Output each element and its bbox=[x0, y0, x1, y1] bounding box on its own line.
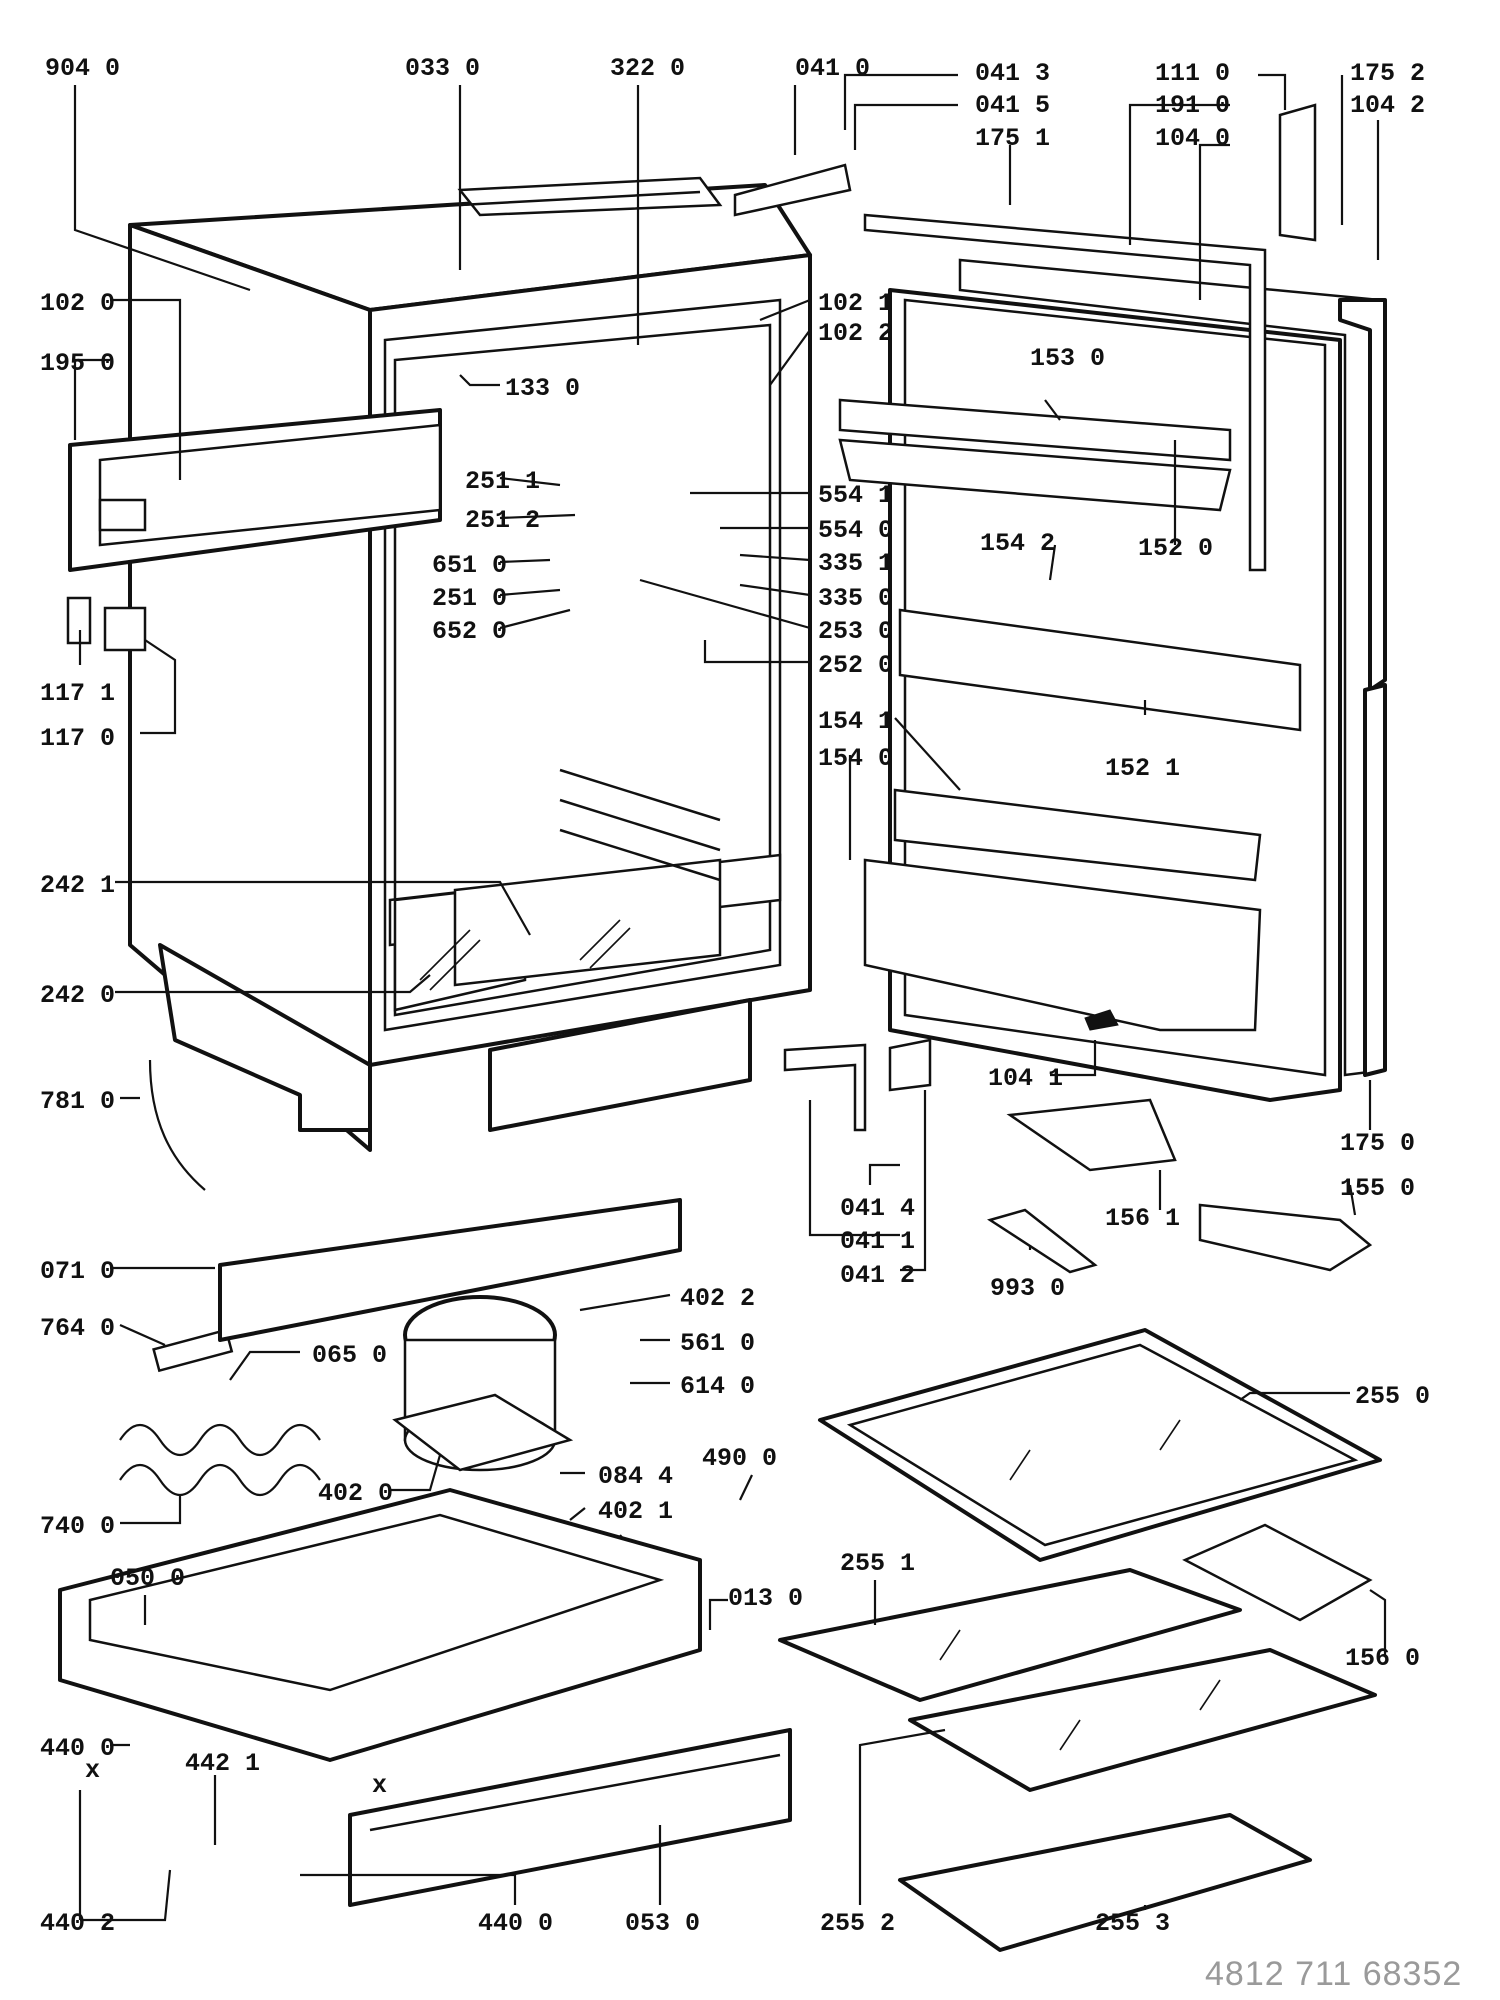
part-label: 104 0 bbox=[1155, 124, 1230, 153]
part-label: x bbox=[372, 1771, 387, 1800]
part-label: 071 0 bbox=[40, 1257, 115, 1286]
part-label: 175 1 bbox=[975, 124, 1050, 153]
leader-lines bbox=[73, 73, 1387, 1922]
part-label: 154 0 bbox=[818, 744, 893, 773]
part-label: 041 2 bbox=[840, 1261, 915, 1290]
part-label: 013 0 bbox=[728, 1584, 803, 1613]
part-label: 440 0 bbox=[478, 1909, 553, 1938]
part-label: 251 1 bbox=[465, 467, 540, 496]
part-label: 255 3 bbox=[1095, 1909, 1170, 1938]
part-label: 781 0 bbox=[40, 1087, 115, 1116]
part-label: 651 0 bbox=[432, 551, 507, 580]
part-label: 050 0 bbox=[110, 1564, 185, 1593]
part-label: 191 0 bbox=[1155, 91, 1230, 120]
part-label: 554 0 bbox=[818, 516, 893, 545]
part-label: 253 0 bbox=[818, 617, 893, 646]
part-labels: 904 0 033 0 322 0 041 0 041 3 041 5 175 … bbox=[40, 54, 1430, 1938]
part-label: 242 0 bbox=[40, 981, 115, 1010]
part-label: 152 0 bbox=[1138, 534, 1213, 563]
compressor-assembly bbox=[119, 1295, 691, 1568]
part-label: 053 0 bbox=[625, 1909, 700, 1938]
part-label: 561 0 bbox=[680, 1329, 755, 1358]
side-cover-assembly bbox=[66, 408, 442, 652]
part-label: 104 1 bbox=[988, 1064, 1063, 1093]
part-label: 154 1 bbox=[818, 707, 893, 736]
refrigerator-door bbox=[838, 213, 1387, 1102]
part-label: 041 3 bbox=[975, 59, 1050, 88]
part-label: 033 0 bbox=[405, 54, 480, 83]
part-label: 041 1 bbox=[840, 1227, 915, 1256]
part-label: 335 1 bbox=[818, 549, 893, 578]
part-label: 195 0 bbox=[40, 349, 115, 378]
part-label: 764 0 bbox=[40, 1314, 115, 1343]
part-label: 554 1 bbox=[818, 481, 893, 510]
part-label: 152 1 bbox=[1105, 754, 1180, 783]
part-label: 442 1 bbox=[185, 1749, 260, 1778]
part-label: 993 0 bbox=[990, 1274, 1065, 1303]
part-label: 440 2 bbox=[40, 1909, 115, 1938]
part-label: 242 1 bbox=[40, 871, 115, 900]
cabinet-body bbox=[128, 176, 812, 1152]
part-label: 904 0 bbox=[45, 54, 120, 83]
part-label: 153 0 bbox=[1030, 344, 1105, 373]
hinge-and-small-parts bbox=[148, 103, 1373, 1622]
part-label: 255 0 bbox=[1355, 1382, 1430, 1411]
base-frame bbox=[58, 1198, 792, 1907]
part-label: 041 4 bbox=[840, 1194, 915, 1223]
part-label: 652 0 bbox=[432, 617, 507, 646]
part-label: 490 0 bbox=[702, 1444, 777, 1473]
document-id: 4812 711 68352 bbox=[1205, 1955, 1462, 1993]
part-label: 117 1 bbox=[40, 679, 115, 708]
part-label: 102 2 bbox=[818, 319, 893, 348]
part-label: 440 0 bbox=[40, 1734, 115, 1763]
part-label: 251 0 bbox=[432, 584, 507, 613]
part-label: 041 5 bbox=[975, 91, 1050, 120]
part-label: 614 0 bbox=[680, 1372, 755, 1401]
part-label: 102 0 bbox=[40, 289, 115, 318]
part-label: 156 1 bbox=[1105, 1204, 1180, 1233]
part-label: 255 1 bbox=[840, 1549, 915, 1578]
part-label: 402 2 bbox=[680, 1284, 755, 1313]
part-label: 402 0 bbox=[318, 1479, 393, 1508]
part-label: 065 0 bbox=[312, 1341, 387, 1370]
part-label: 175 0 bbox=[1340, 1129, 1415, 1158]
part-label: 175 2 bbox=[1350, 59, 1425, 88]
part-label: 255 2 bbox=[820, 1909, 895, 1938]
part-label: 251 2 bbox=[465, 506, 540, 535]
part-label: 335 0 bbox=[818, 584, 893, 613]
part-label: 322 0 bbox=[610, 54, 685, 83]
part-label: 041 0 bbox=[795, 54, 870, 83]
glass-shelves bbox=[778, 1328, 1382, 1952]
part-label: 133 0 bbox=[505, 374, 580, 403]
part-label: 402 1 bbox=[598, 1497, 673, 1526]
part-label: 111 0 bbox=[1155, 59, 1230, 88]
part-label: x bbox=[85, 1756, 100, 1785]
part-label: 104 2 bbox=[1350, 91, 1425, 120]
part-label: 084 4 bbox=[598, 1462, 673, 1491]
part-label: 154 2 bbox=[980, 529, 1055, 558]
part-label: 156 0 bbox=[1345, 1644, 1420, 1673]
part-label: 155 0 bbox=[1340, 1174, 1415, 1203]
part-label: 740 0 bbox=[40, 1512, 115, 1541]
part-label: 117 0 bbox=[40, 724, 115, 753]
part-label: 102 1 bbox=[818, 289, 893, 318]
part-label: 252 0 bbox=[818, 651, 893, 680]
